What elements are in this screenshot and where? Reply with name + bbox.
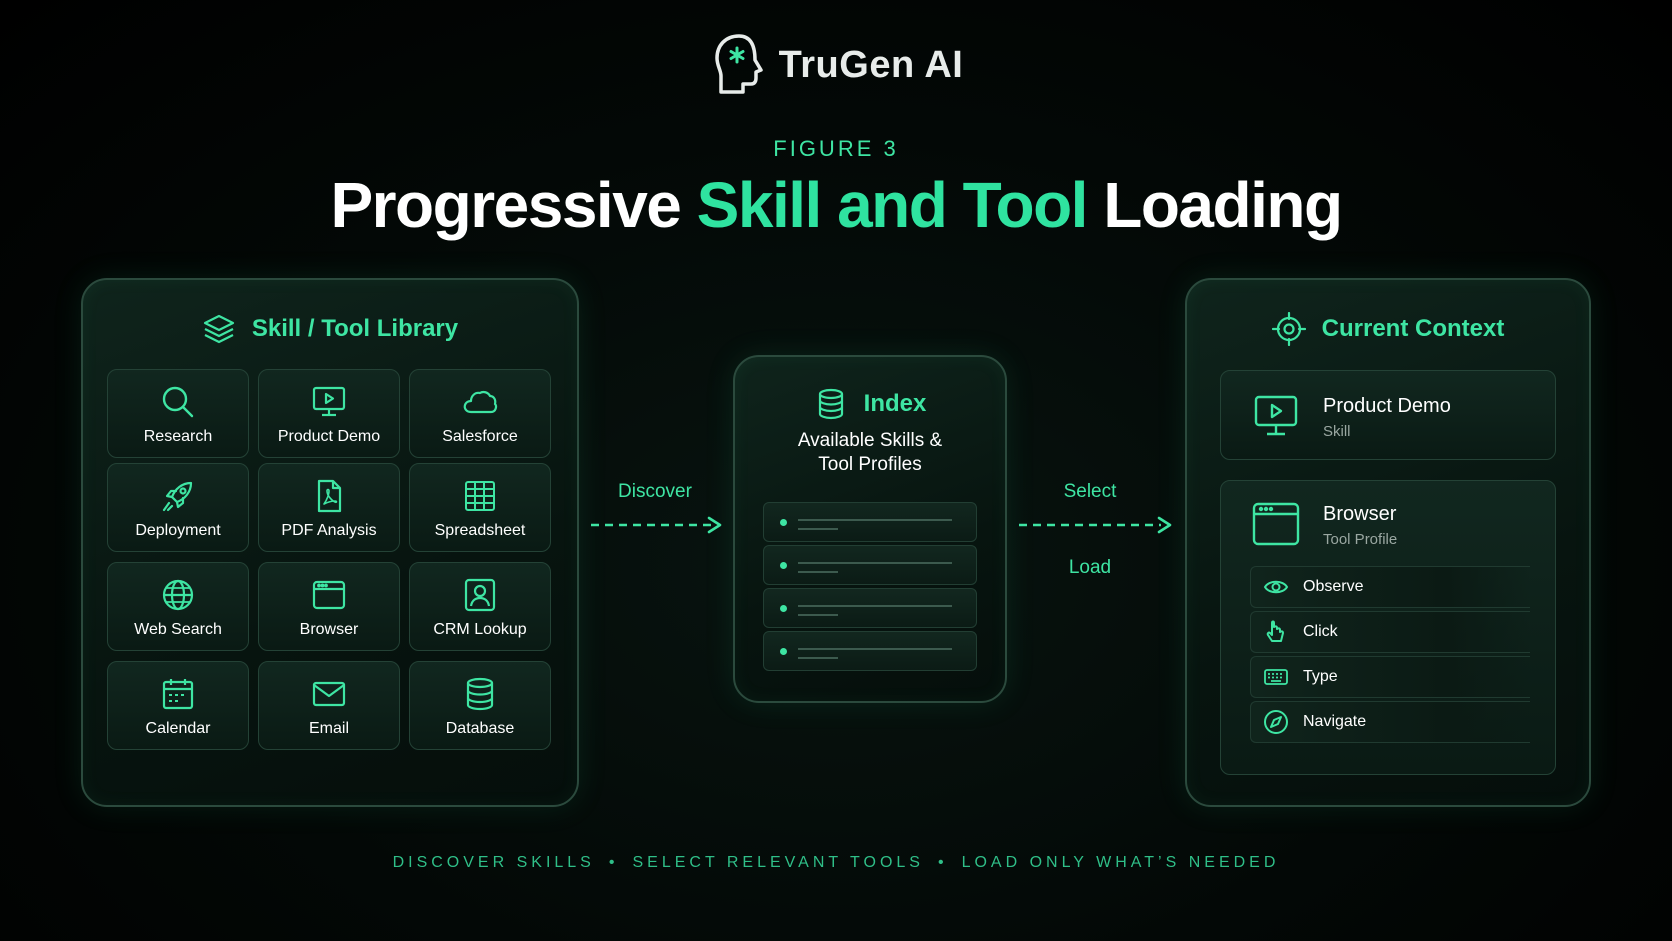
context-skill-card[interactable]: Product Demo Skill [1220, 370, 1556, 460]
tile-calendar[interactable]: Calendar [107, 661, 249, 750]
skill-tool-library-panel: Skill / Tool Library Research Product De… [81, 278, 579, 807]
tile-label: Browser [299, 621, 359, 638]
tile-label: Salesforce [442, 428, 518, 445]
target-icon [1271, 312, 1306, 346]
cloud-icon [463, 390, 498, 414]
tile-pdf-analysis[interactable]: PDF Analysis [258, 463, 400, 552]
index-subtitle: Available Skills & Tool Profiles [735, 429, 1005, 477]
index-subtitle-line2: Tool Profiles [818, 454, 922, 475]
library-header: Skill / Tool Library [83, 312, 577, 346]
browser-window-icon [1252, 502, 1300, 546]
footer-separator: • [608, 854, 619, 871]
tile-deployment[interactable]: Deployment [107, 463, 249, 552]
footer-item-1: DISCOVER SKILLS [392, 854, 595, 871]
brand-name: TruGen AI [778, 43, 964, 86]
tile-database[interactable]: Database [409, 661, 551, 750]
skill-subtitle: Skill [1323, 423, 1351, 440]
head-asterisk-logo-icon [714, 34, 763, 94]
index-subtitle-line1: Available Skills & [797, 430, 943, 451]
action-label: Click [1303, 623, 1338, 640]
grid-icon [465, 481, 495, 511]
page-title: Progressive Skill and Tool Loading [0, 168, 1672, 242]
navigate-icon [1264, 710, 1288, 734]
library-title: Skill / Tool Library [251, 315, 459, 342]
index-row [763, 588, 977, 628]
tool-title: Browser [1323, 503, 1397, 525]
pdf-file-icon [317, 479, 342, 513]
browser-window-icon [312, 580, 346, 610]
search-icon [162, 386, 194, 418]
tile-research[interactable]: Research [107, 369, 249, 458]
tile-crm-lookup[interactable]: CRM Lookup [409, 562, 551, 651]
tile-email[interactable]: Email [258, 661, 400, 750]
monitor-play-icon [1254, 395, 1298, 436]
tile-label: CRM Lookup [433, 621, 527, 638]
action-click[interactable]: Click [1250, 611, 1530, 653]
database-icon [818, 388, 843, 420]
index-row [763, 631, 977, 671]
context-tool-card[interactable]: Browser Tool Profile Observe Click Type … [1220, 480, 1556, 775]
figure-label: FIGURE 3 [773, 136, 899, 161]
tile-label: Spreadsheet [434, 522, 526, 539]
action-observe[interactable]: Observe [1250, 566, 1530, 608]
footer-item-3: LOAD ONLY WHAT’S NEEDED [961, 854, 1280, 871]
footer-separator: • [937, 854, 948, 871]
tile-browser[interactable]: Browser [258, 562, 400, 651]
footer-item-2: SELECT RELEVANT TOOLS [632, 854, 924, 871]
action-navigate[interactable]: Navigate [1250, 701, 1530, 743]
action-label: Observe [1303, 578, 1364, 595]
select-label: Select [1063, 481, 1117, 502]
discover-label: Discover [618, 481, 692, 502]
eye-icon [1263, 580, 1289, 594]
database-icon [466, 677, 494, 711]
skill-title: Product Demo [1323, 395, 1451, 417]
tile-label: Product Demo [277, 428, 381, 445]
select-load-arrow-icon [1019, 516, 1172, 534]
context-title: Current Context [1321, 315, 1505, 342]
layers-icon [203, 314, 234, 344]
title-part2: Loading [1086, 169, 1343, 241]
index-panel: Index Available Skills & Tool Profiles [733, 355, 1007, 703]
discover-arrow-icon [591, 516, 722, 534]
action-type[interactable]: Type [1250, 656, 1530, 698]
footer-tagline: DISCOVER SKILLS • SELECT RELEVANT TOOLS • LO… [0, 854, 1672, 872]
index-row [763, 545, 977, 585]
tile-label: Calendar [145, 720, 211, 737]
tile-salesforce[interactable]: Salesforce [409, 369, 551, 458]
contact-card-icon [464, 578, 496, 612]
tile-label: Web Search [134, 621, 222, 638]
envelope-icon [312, 681, 346, 707]
load-label: Load [1068, 557, 1112, 578]
tile-label: Deployment [135, 522, 221, 539]
rocket-icon [162, 481, 193, 512]
tile-label: Email [308, 720, 349, 737]
index-title: Index [863, 390, 927, 417]
tile-web-search[interactable]: Web Search [107, 562, 249, 651]
globe-icon [162, 579, 194, 611]
context-header: Current Context [1187, 312, 1589, 346]
pointer-click-icon [1266, 620, 1284, 642]
tool-subtitle: Tool Profile [1323, 531, 1398, 548]
monitor-play-icon [312, 386, 346, 417]
tile-product-demo[interactable]: Product Demo [258, 369, 400, 458]
tile-label: PDF Analysis [281, 522, 377, 539]
action-label: Type [1303, 668, 1338, 685]
keyboard-icon [1264, 669, 1288, 685]
current-context-panel: Current Context Product Demo Skill Brows… [1185, 278, 1591, 807]
calendar-icon [162, 679, 194, 710]
action-label: Navigate [1303, 713, 1367, 730]
title-accent: Skill and Tool [696, 169, 1089, 241]
tile-label: Database [445, 720, 515, 737]
brand: TruGen AI [0, 30, 1672, 100]
index-row [763, 502, 977, 542]
tile-spreadsheet[interactable]: Spreadsheet [409, 463, 551, 552]
index-header: Index [735, 387, 1005, 421]
tile-label: Research [143, 428, 213, 445]
title-part1: Progressive [330, 169, 697, 241]
